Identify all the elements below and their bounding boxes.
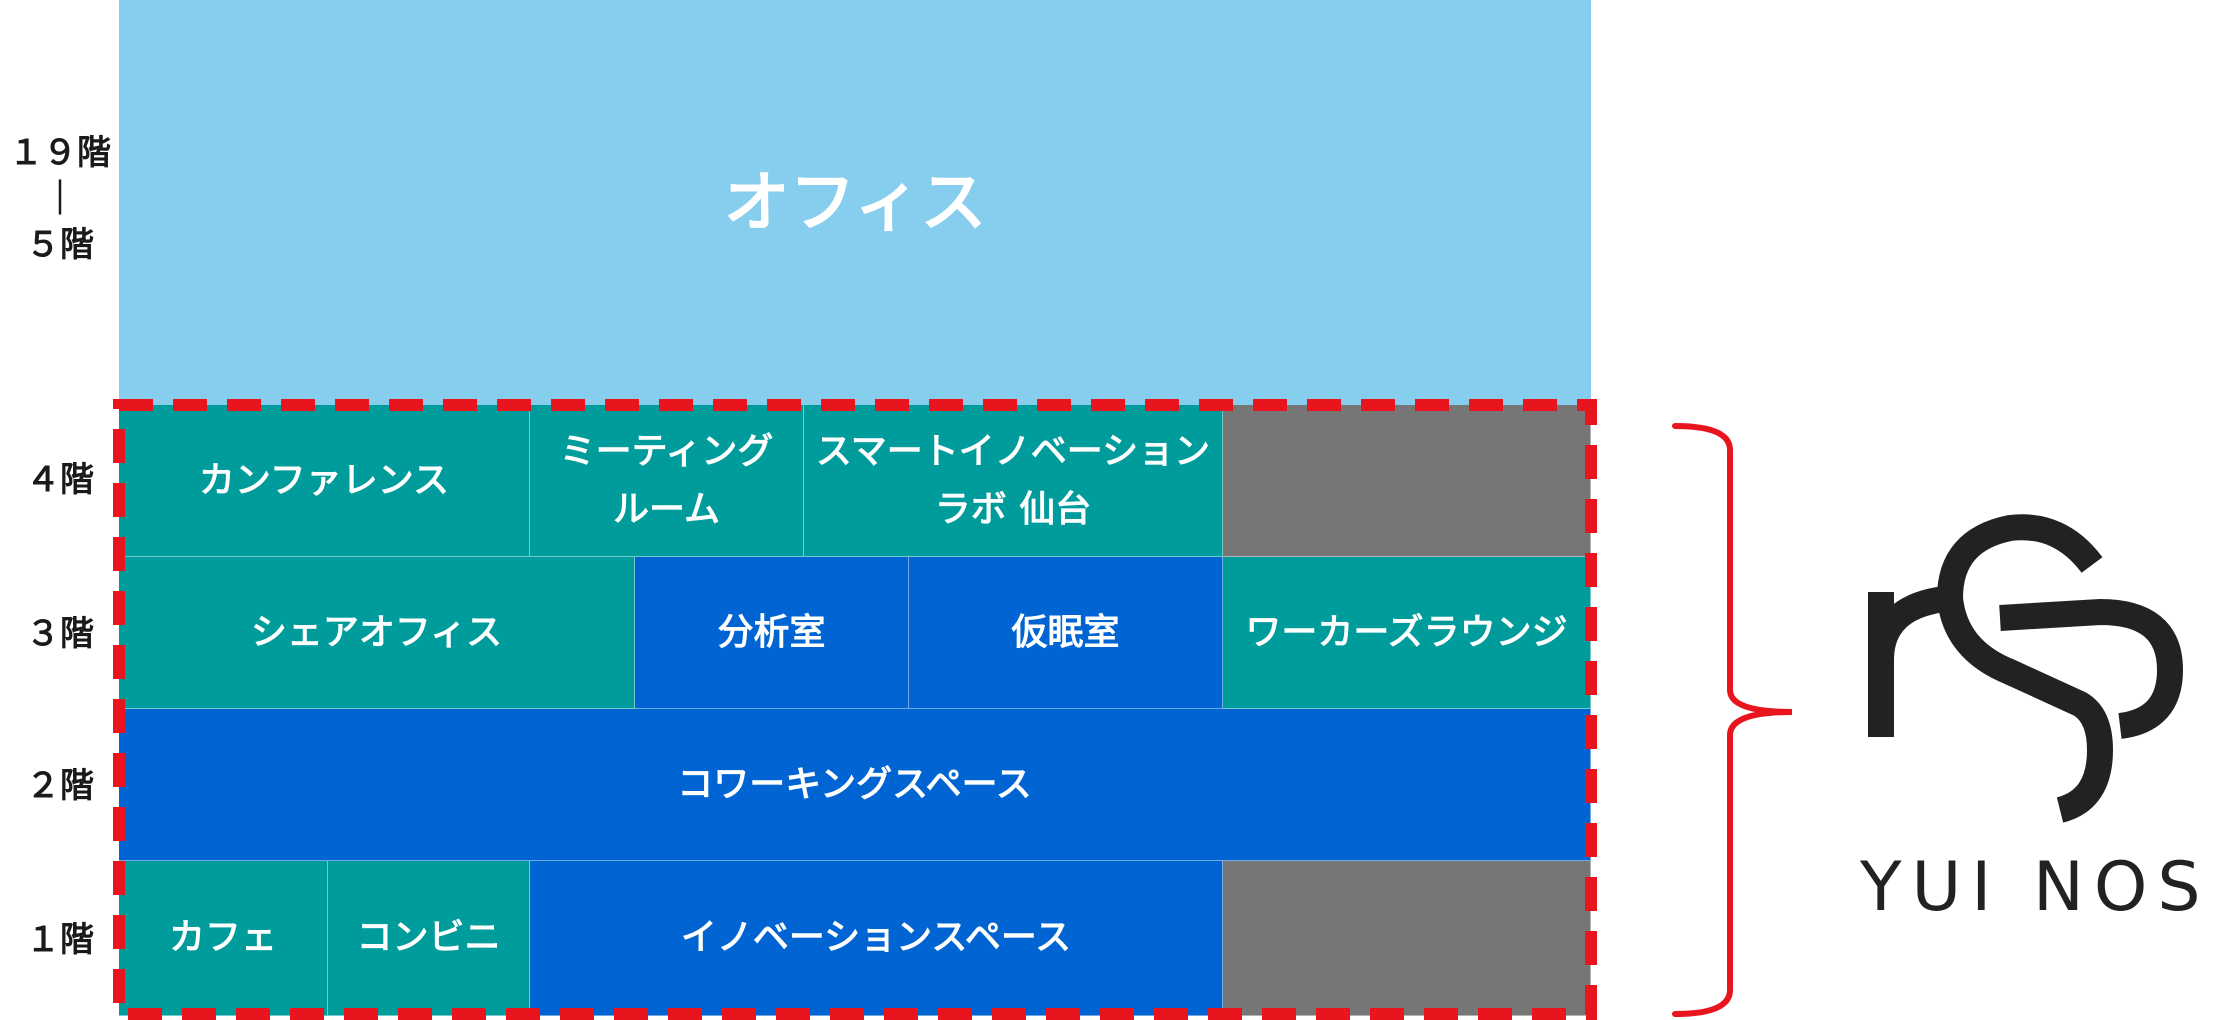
logo-loop — [1999, 598, 2184, 739]
office-block: オフィス — [119, 0, 1591, 405]
logo-wordmark: YUI NOS — [1860, 848, 2211, 927]
floor-label-3: ３階 — [26, 614, 94, 654]
floor-label-5: ５階 — [26, 225, 94, 265]
floor-label-1: １階 — [26, 920, 94, 960]
logo-swirl — [1936, 514, 2114, 823]
floor-label-2: ２階 — [26, 766, 94, 806]
bracket-path — [1672, 423, 1793, 1017]
floor-label-range-bar: ｜ — [43, 179, 77, 219]
floor-label-19: １９階 — [9, 133, 111, 173]
floor-label-4: ４階 — [26, 460, 94, 500]
floor-label-19-5: １９階 ｜ ５階 — [0, 130, 120, 268]
